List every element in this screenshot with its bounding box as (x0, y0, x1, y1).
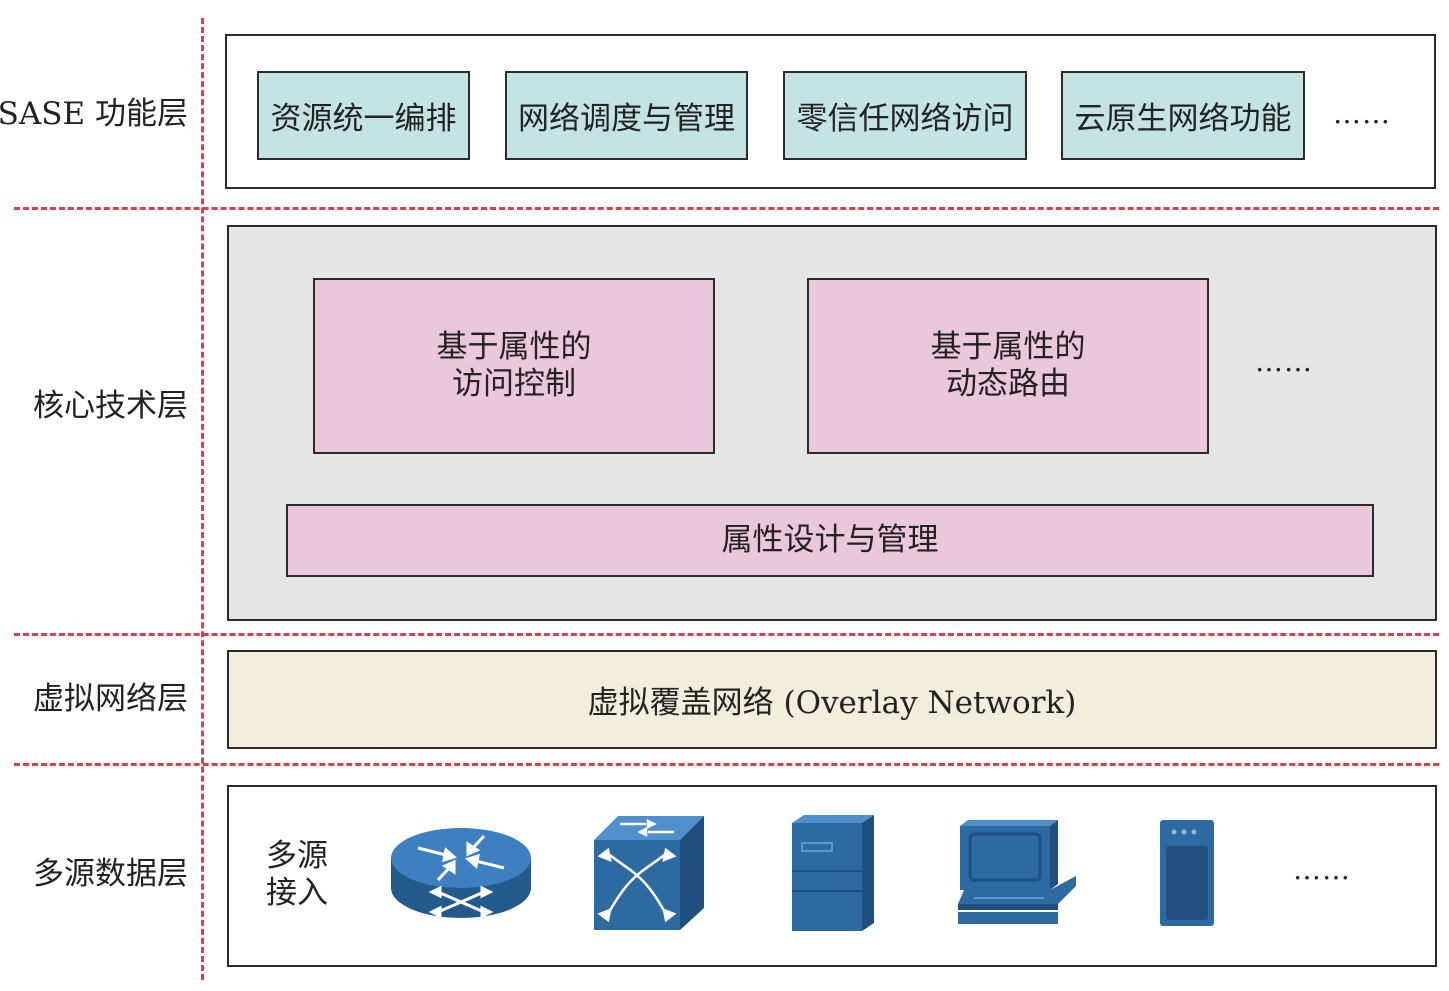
vertical-divider (201, 18, 204, 980)
core-box-attribute-dynamic-routing: 基于属性的 动态路由 (807, 278, 1209, 454)
server-icon (792, 815, 874, 931)
core-box2-line2: 动态路由 (946, 366, 1070, 402)
sase-item-zero-trust: 零信任网络访问 (783, 71, 1027, 160)
data-more-ellipsis: …… (1293, 853, 1351, 886)
core-box-attribute-access-control: 基于属性的 访问控制 (313, 278, 715, 454)
core-bar-attribute-design: 属性设计与管理 (286, 504, 1374, 577)
switch-icon (594, 816, 704, 930)
storage-icon (1160, 820, 1214, 926)
sase-item-resource-orchestration: 资源统一编排 (257, 71, 470, 160)
overlay-network-label: 虚拟覆盖网络 (Overlay Network) (587, 685, 1077, 721)
core-box1-line1: 基于属性的 (436, 328, 592, 365)
horizontal-divider-1 (14, 207, 1439, 210)
sase-more-ellipsis: …… (1333, 97, 1391, 130)
access-line1: 多源 (266, 838, 328, 874)
virtual-layer-panel: 虚拟覆盖网络 (Overlay Network) (227, 650, 1437, 749)
router-icon (391, 828, 531, 919)
multi-source-access-label: 多源 接入 (266, 838, 328, 911)
layer-label-core: 核心技术层 (33, 388, 188, 424)
access-line2: 接入 (266, 874, 328, 911)
sase-item-network-scheduling: 网络调度与管理 (505, 71, 748, 160)
core-box2-line1: 基于属性的 (930, 328, 1086, 365)
layer-label-virtual: 虚拟网络层 (33, 681, 188, 717)
computer-icon (958, 820, 1076, 924)
sase-item-cloud-native: 云原生网络功能 (1061, 71, 1305, 160)
layer-label-sase: SASE 功能层 (0, 96, 188, 132)
horizontal-divider-3 (14, 763, 1439, 766)
core-more-ellipsis: …… (1255, 345, 1313, 378)
core-box1-line2: 访问控制 (452, 366, 576, 402)
horizontal-divider-2 (14, 633, 1439, 636)
layer-label-data: 多源数据层 (33, 856, 188, 892)
